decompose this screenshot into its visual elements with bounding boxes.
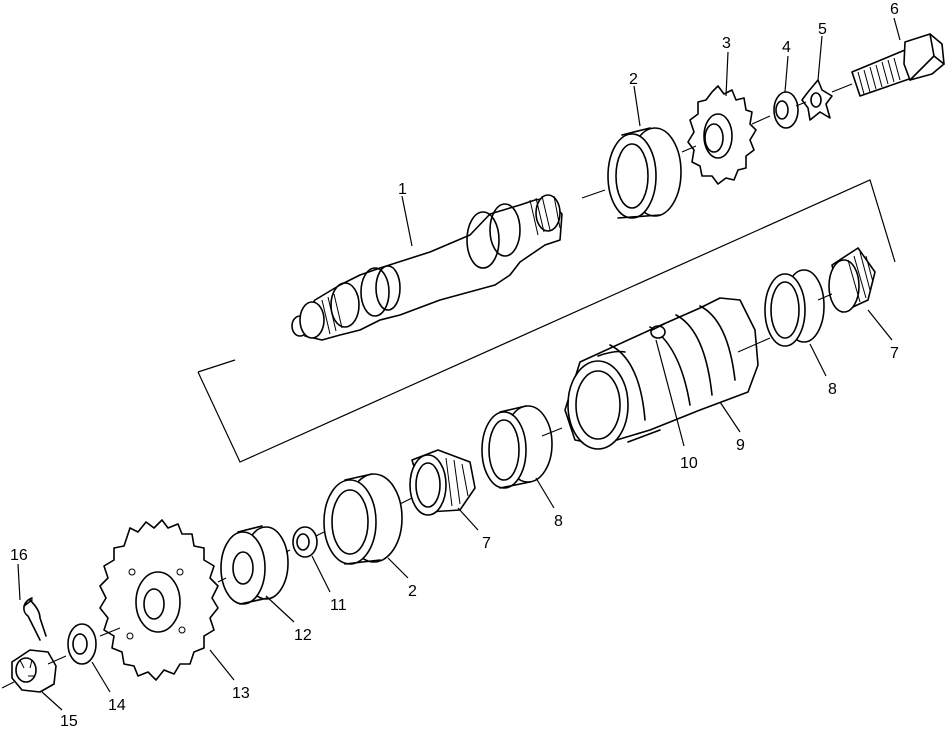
callout-15: 15 bbox=[60, 713, 78, 729]
leader-lines bbox=[17, 17, 901, 711]
cotter-pin-part-16 bbox=[23, 597, 47, 641]
housing-part-9 bbox=[564, 297, 759, 450]
callout-7-right: 7 bbox=[890, 345, 899, 362]
spacer-part-12 bbox=[220, 525, 289, 605]
callout-5: 5 bbox=[818, 21, 827, 38]
callout-8-left: 8 bbox=[554, 513, 563, 530]
bearing-cone-part-7-right bbox=[828, 247, 876, 313]
callout-2-upper: 2 bbox=[629, 71, 638, 88]
washer-part-4 bbox=[773, 91, 799, 129]
callout-13: 13 bbox=[232, 685, 250, 702]
lock-tab-part-5 bbox=[801, 79, 833, 121]
callout-1: 1 bbox=[398, 181, 407, 198]
grease-fitting-part-10 bbox=[650, 323, 666, 339]
callout-2-lower: 2 bbox=[408, 583, 417, 600]
bearing-cup-part-8-left bbox=[481, 405, 553, 489]
group-bracket bbox=[197, 179, 896, 463]
bolt-part-6 bbox=[851, 33, 945, 97]
bearing-cup-part-8-right bbox=[764, 269, 825, 347]
small-sprocket-part-3 bbox=[687, 85, 757, 185]
callout-11: 11 bbox=[330, 597, 347, 614]
bearing-cone-part-7-left bbox=[409, 449, 476, 516]
callout-12: 12 bbox=[294, 627, 312, 644]
callout-4: 4 bbox=[782, 39, 791, 56]
washer-part-11 bbox=[292, 526, 318, 558]
bearing-part-2-lower bbox=[323, 473, 403, 565]
callout-7-left: 7 bbox=[482, 535, 491, 552]
castle-nut-part-15 bbox=[11, 649, 57, 693]
callout-14: 14 bbox=[108, 697, 126, 714]
callout-16: 16 bbox=[10, 547, 28, 564]
callout-6: 6 bbox=[890, 1, 899, 18]
large-sprocket-part-13 bbox=[99, 519, 219, 681]
callout-9: 9 bbox=[736, 437, 745, 454]
callout-8-right: 8 bbox=[828, 381, 837, 398]
bearing-part-2-upper bbox=[607, 127, 682, 219]
callout-10: 10 bbox=[680, 455, 698, 472]
shaft-part-1 bbox=[291, 194, 563, 341]
callout-3: 3 bbox=[722, 35, 731, 52]
washer-part-14 bbox=[67, 623, 97, 665]
